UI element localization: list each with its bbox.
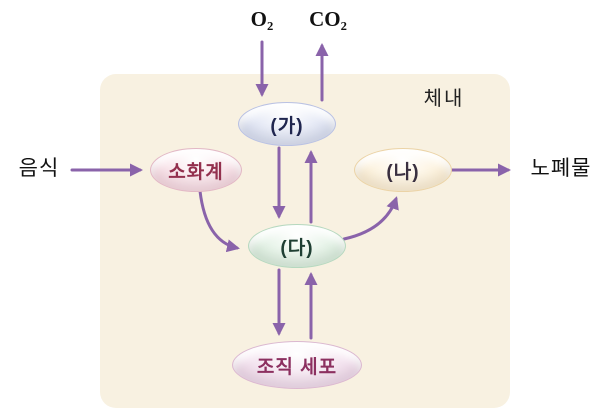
node-na-label: (나) [386,161,420,183]
node-ga: (가) [238,102,336,146]
waste-label: 노폐물 [530,157,592,180]
node-na: (나) [354,148,452,192]
o2-label: O₂ [250,7,274,31]
body-region-label: 체내 [423,88,465,110]
node-da: (다) [248,224,346,268]
node-tissue-cells: 조직 세포 [232,341,362,389]
node-da-label: (다) [280,237,314,259]
food-label: 음식 [18,157,60,180]
node-ga-label: (가) [270,115,304,137]
node-digestive-system: 소화계 [150,148,242,192]
node-digestive-label: 소화계 [168,161,224,183]
node-tissue-label: 조직 세포 [256,356,338,378]
co2-label: CO₂ [309,7,347,31]
